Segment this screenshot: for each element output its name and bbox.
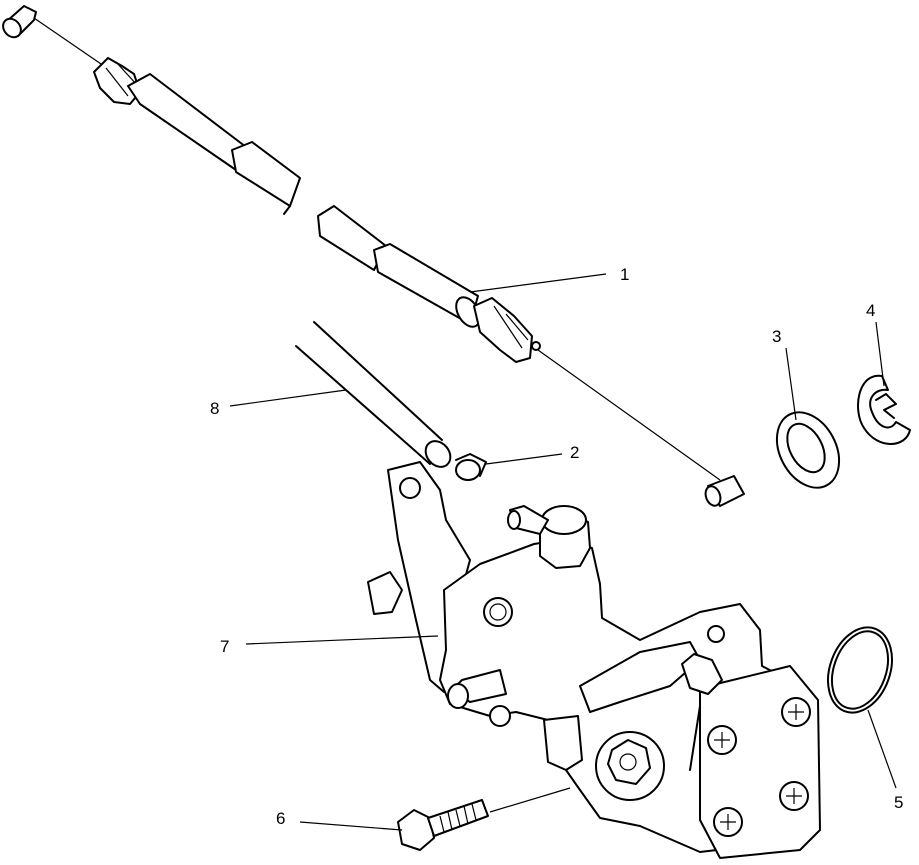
flange-bolt [397,787,571,851]
callout-2: 2 [570,443,579,462]
cable-sheath-bottom [317,205,481,328]
cable-adjuster-bottom [473,297,541,363]
callout-1: 1 [620,265,629,284]
leader-line-5 [867,709,897,789]
callout-6: 6 [276,809,285,828]
leader-line-2 [485,453,563,465]
leader-line-7 [245,635,439,645]
pump-hex-bolt [595,731,665,801]
cable-end-barrel-top [2,5,37,39]
leader-line-1 [469,273,607,293]
cable-assembly [2,5,745,507]
hose-clamp [455,453,487,481]
callout-7: 7 [220,637,229,656]
cable-sheath-top [127,73,301,215]
cable-end-barrel-bottom [704,475,745,507]
leader-line-3 [785,347,797,421]
leader-lines [229,273,897,831]
leader-line-6 [299,821,403,831]
cover-screws [707,697,811,837]
oil-hose [295,321,452,468]
leader-line-4 [875,321,885,387]
callout-4: 4 [866,301,875,320]
callout-numbers: 1 2 3 4 5 6 7 8 [210,265,903,828]
e-clip [857,374,911,445]
cable-adjuster-top [93,57,141,105]
callout-3: 3 [772,327,781,346]
callout-5: 5 [894,793,903,812]
leader-line-8 [229,389,347,407]
callout-8: 8 [210,399,219,418]
washer [775,411,841,489]
oil-pump-body [367,461,821,859]
o-ring [827,626,893,714]
